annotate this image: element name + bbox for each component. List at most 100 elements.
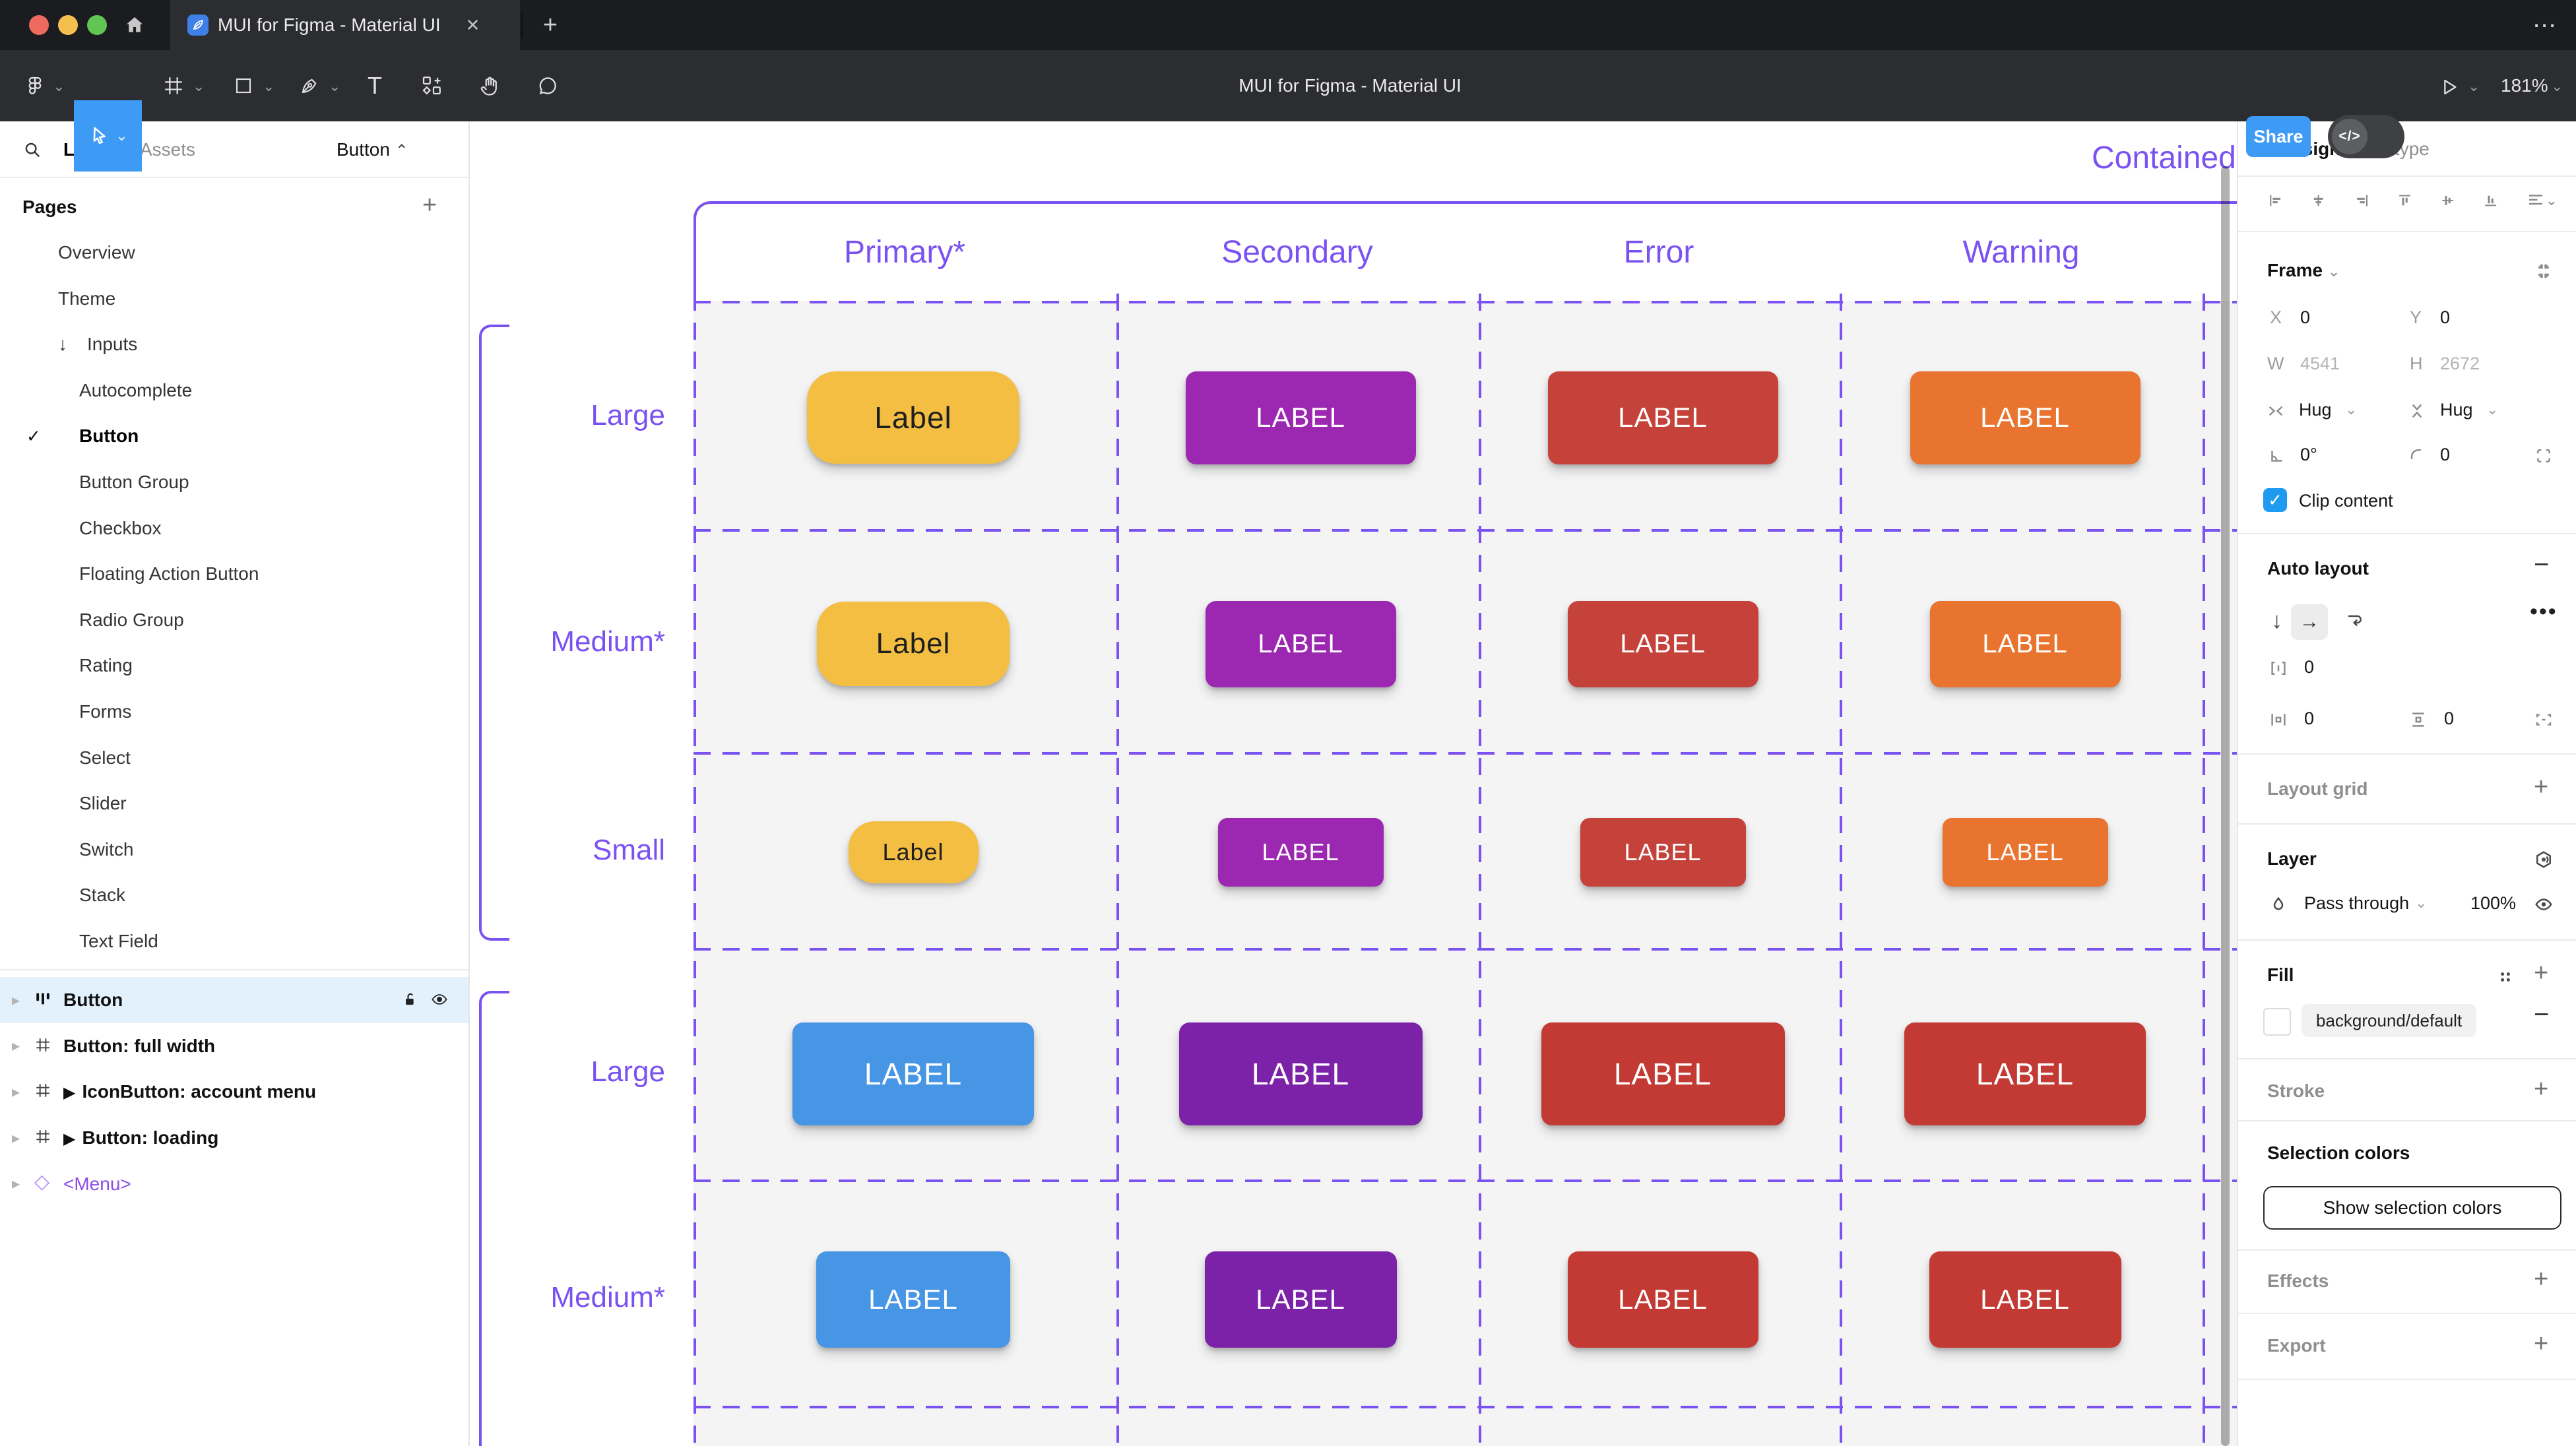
sidebar-page-slider[interactable]: Slider bbox=[0, 780, 468, 827]
chevron-right-icon[interactable]: ▸ bbox=[12, 991, 20, 1009]
rotation-value[interactable]: 0° bbox=[2300, 445, 2317, 464]
canvas-button-secondary-row5[interactable]: LABEL bbox=[1204, 1251, 1397, 1348]
canvas-button-error-row3[interactable]: LABEL bbox=[1580, 818, 1746, 887]
distribute-icon[interactable]: ⌄ bbox=[2526, 191, 2558, 210]
layer-opacity-value[interactable]: 100% bbox=[2470, 893, 2517, 913]
canvas-button-secondary-row4[interactable]: LABEL bbox=[1178, 1022, 1423, 1125]
collapse-panel-icon[interactable] bbox=[2534, 261, 2554, 281]
hug-horizontal-value[interactable]: Hug bbox=[2299, 400, 2332, 420]
dev-mode-toggle[interactable]: </> bbox=[2328, 115, 2404, 158]
row-label-large-3[interactable]: Large bbox=[591, 1055, 665, 1088]
column-header-secondary[interactable]: Secondary bbox=[1221, 235, 1373, 270]
layer-row-button[interactable]: ▸Button bbox=[0, 977, 468, 1023]
pen-tool-chevron-icon[interactable]: ⌄ bbox=[329, 78, 341, 94]
export-section-title[interactable]: Export bbox=[2267, 1335, 2326, 1356]
horizontal-padding-value[interactable]: 0 bbox=[2304, 708, 2315, 728]
align-horizontal-center-icon[interactable] bbox=[2310, 191, 2327, 210]
canvas-button-warning-row1[interactable]: LABEL bbox=[1910, 371, 2141, 464]
gap-value[interactable]: 0 bbox=[2304, 657, 2315, 677]
layer-visibility-eye-icon[interactable] bbox=[2534, 895, 2554, 914]
layer-row-iconbutton-account-menu[interactable]: ▸▶IconButton: account menu bbox=[0, 1069, 468, 1115]
sidebar-page-switch[interactable]: Switch bbox=[0, 827, 468, 873]
file-tab[interactable]: MUI for Figma - Material UI ✕ bbox=[170, 0, 520, 50]
layout-direction-right-selected[interactable]: → bbox=[2291, 604, 2328, 640]
eye-icon[interactable] bbox=[430, 990, 449, 1013]
sidebar-page-select[interactable]: Select bbox=[0, 735, 468, 781]
main-menu-button[interactable] bbox=[20, 50, 50, 121]
chevron-right-icon[interactable]: ▸ bbox=[12, 1037, 20, 1055]
shape-tool-button[interactable] bbox=[227, 50, 260, 121]
canvas-button-secondary-row1[interactable]: LABEL bbox=[1185, 371, 1416, 464]
layer-row--menu-[interactable]: ▸◇<Menu> bbox=[0, 1161, 468, 1207]
canvas-button-primary-row5[interactable]: LABEL bbox=[816, 1251, 1010, 1348]
auto-layout-title[interactable]: Auto layout bbox=[2267, 558, 2369, 579]
canvas-button-warning-row5[interactable]: LABEL bbox=[1929, 1251, 2121, 1348]
sidebar-page-inputs[interactable]: ↓Inputs bbox=[0, 321, 468, 367]
sidebar-page-stack[interactable]: Stack bbox=[0, 872, 468, 918]
column-header-primary[interactable]: Primary* bbox=[843, 235, 965, 270]
traffic-close-button[interactable] bbox=[29, 15, 49, 35]
new-tab-button[interactable]: + bbox=[542, 11, 558, 39]
main-menu-chevron-icon[interactable]: ⌄ bbox=[53, 78, 65, 94]
add-fill-icon[interactable]: + bbox=[2534, 959, 2549, 987]
canvas-button-warning-row4[interactable]: LABEL bbox=[1904, 1022, 2146, 1125]
x-value[interactable]: 0 bbox=[2300, 307, 2311, 327]
align-vertical-center-icon[interactable] bbox=[2439, 191, 2456, 210]
layer-row-button-loading[interactable]: ▸▶Button: loading bbox=[0, 1115, 468, 1161]
zoom-level[interactable]: 181% bbox=[2501, 75, 2548, 96]
row-label-large-0[interactable]: Large bbox=[591, 399, 665, 431]
resources-tool-button[interactable] bbox=[414, 50, 449, 121]
column-header-error[interactable]: Error bbox=[1623, 235, 1694, 270]
row-label-medium-1[interactable]: Medium* bbox=[550, 625, 665, 658]
add-effect-icon[interactable]: + bbox=[2534, 1265, 2549, 1293]
zoom-chevron-icon[interactable]: ⌄ bbox=[2551, 78, 2563, 94]
tab-close-icon[interactable]: ✕ bbox=[465, 15, 480, 35]
canvas-button-warning-row2[interactable]: LABEL bbox=[1929, 600, 2121, 687]
traffic-zoom-button[interactable] bbox=[87, 15, 107, 35]
fill-color-swatch[interactable] bbox=[2263, 1008, 2291, 1036]
hand-tool-button[interactable] bbox=[472, 50, 507, 121]
add-export-icon[interactable]: + bbox=[2534, 1330, 2549, 1358]
align-left-icon[interactable] bbox=[2267, 191, 2284, 210]
canvas-button-error-row1[interactable]: LABEL bbox=[1547, 371, 1778, 464]
row-label-small-2[interactable]: Small bbox=[592, 834, 665, 866]
hug-vertical-value[interactable]: Hug bbox=[2440, 400, 2473, 420]
canvas-button-primary-row3[interactable]: Label bbox=[848, 821, 979, 883]
canvas-scrollbar[interactable] bbox=[2221, 166, 2230, 1446]
canvas-button-error-row5[interactable]: LABEL bbox=[1567, 1251, 1758, 1348]
add-stroke-icon[interactable]: + bbox=[2534, 1075, 2549, 1103]
canvas-button-secondary-row2[interactable]: LABEL bbox=[1205, 600, 1396, 687]
canvas-button-primary-row2[interactable]: Label bbox=[817, 602, 1010, 686]
sidebar-page-rating[interactable]: Rating bbox=[0, 643, 468, 689]
canvas-button-secondary-row3[interactable]: LABEL bbox=[1217, 818, 1384, 887]
column-header-warning[interactable]: Warning bbox=[1962, 235, 2080, 270]
sidebar-page-floating-action-button[interactable]: Floating Action Button bbox=[0, 551, 468, 597]
pen-tool-button[interactable] bbox=[293, 50, 326, 121]
independent-corners-icon[interactable] bbox=[2534, 446, 2554, 466]
document-title[interactable]: MUI for Figma - Material UI bbox=[1239, 75, 1462, 96]
stroke-section-title[interactable]: Stroke bbox=[2267, 1081, 2325, 1101]
pages-header[interactable]: Pages bbox=[22, 197, 77, 217]
hug-horizontal-chevron-icon[interactable]: ⌄ bbox=[2345, 401, 2358, 418]
blend-mode-value[interactable]: Pass through bbox=[2304, 893, 2410, 913]
window-more-icon[interactable]: ⋯ bbox=[2532, 11, 2556, 38]
sidebar-page-button-group[interactable]: Button Group bbox=[0, 459, 468, 505]
frame-section-title[interactable]: Frame ⌄ bbox=[2267, 260, 2340, 280]
clip-content-checkbox[interactable]: ✓ bbox=[2263, 488, 2287, 512]
layer-section-title[interactable]: Layer bbox=[2267, 848, 2317, 869]
align-top-icon[interactable] bbox=[2397, 191, 2413, 210]
remove-fill-icon[interactable]: − bbox=[2534, 1000, 2550, 1029]
tab-assets[interactable]: Assets bbox=[140, 139, 196, 160]
sidebar-page-text-field[interactable]: Text Field bbox=[0, 918, 468, 964]
move-tool-button[interactable]: ⌄ bbox=[74, 100, 142, 172]
frame-tool-chevron-icon[interactable]: ⌄ bbox=[193, 78, 205, 94]
traffic-minimize-button[interactable] bbox=[58, 15, 78, 35]
text-tool-button[interactable]: T bbox=[368, 72, 382, 99]
corner-radius-value[interactable]: 0 bbox=[2440, 445, 2451, 464]
auto-layout-more-icon[interactable]: ••• bbox=[2530, 599, 2558, 624]
fill-section-title[interactable]: Fill bbox=[2267, 964, 2294, 985]
chevron-right-icon[interactable]: ▸ bbox=[12, 1129, 20, 1147]
frame-title[interactable]: Contained bbox=[2092, 141, 2236, 175]
search-icon[interactable] bbox=[22, 140, 42, 163]
canvas-button-warning-row3[interactable]: LABEL bbox=[1942, 818, 2108, 887]
